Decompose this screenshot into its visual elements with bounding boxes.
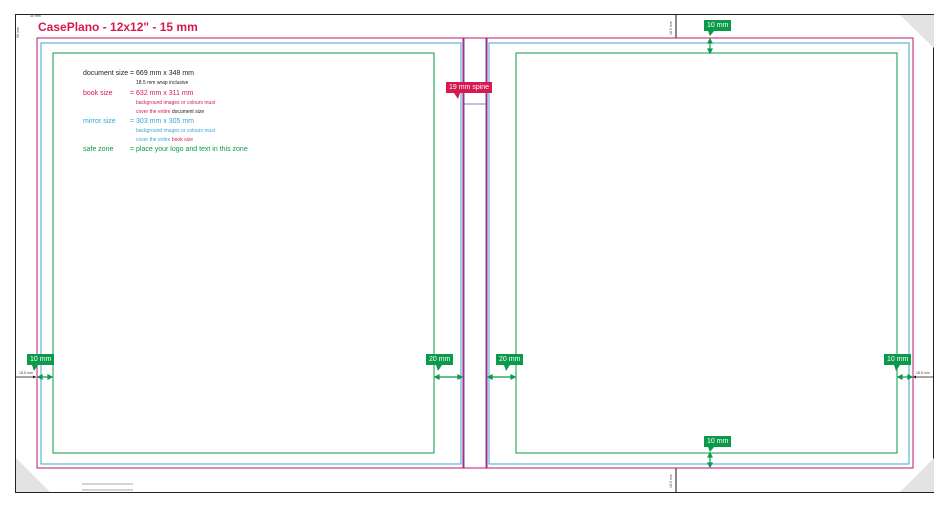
legend-document-value: = 669 mm x 348 mm [130,70,194,77]
legend-document-note: 18.5 mm wrap inclusive [136,80,189,86]
spine-outline [462,37,488,469]
corner-bottom-right [900,458,934,492]
legend-mirror-note-2-post: book size [171,137,193,143]
safe-zone-right [515,52,898,454]
tag-right-outer: 10 mm [884,354,912,365]
legend-book-value: = 632 mm x 311 mm [130,90,194,97]
legend-safe-value: = place your logo and text in this zone [130,146,248,153]
measurement-arrows [36,37,914,469]
bleed-label-top: 18.5 mm [669,21,673,35]
legend-book-note-2-pre: cover the entire [136,109,171,115]
tag-bottom: 10 mm [704,436,732,447]
bleed-label-left: 18.5 mm [19,371,33,375]
page-title: CasePlano - 12x12" - 15 mm [38,20,198,34]
legend-mirror-note-2-pre: cover the entire [136,137,171,143]
bleed-label-right: 18.5 mm [916,371,930,375]
legend-safe-label: safe zone [83,146,114,153]
legend-mirror-label: mirror size [83,118,116,125]
tag-left-spine: 20 mm [426,354,454,365]
tag-left-outer: 10 mm [27,354,55,365]
corner-top-right [900,15,934,48]
corner-bottom-left [16,458,50,492]
bleed-label-topleft: 30 mm [16,27,20,38]
top-left-label: 30 mm [30,14,41,18]
legend-mirror-note-2: cover the entire book size [136,137,193,143]
mirror-outline-right [488,42,910,465]
legend-mirror-value: = 303 mm x 305 mm [130,118,194,125]
document-outline [15,14,934,493]
legend-book-label: book size [83,90,113,97]
mirror-outline-left [40,42,462,465]
tag-spine: 19 mm spine [446,82,493,93]
bleed-label-bottom: 18.5 mm [669,474,673,488]
legend-document-label: document size [83,70,129,77]
legend-book-note-1: background images or colours must [136,100,216,106]
legend-book-note-2: cover the entire document size [136,109,204,115]
tag-right-spine: 20 mm [496,354,524,365]
legend-mirror-note-1: background images or colours must [136,128,216,134]
tag-top: 10 mm [704,20,732,31]
safe-zone-left [52,52,435,454]
legend-book-note-2-post: document size [171,109,205,115]
